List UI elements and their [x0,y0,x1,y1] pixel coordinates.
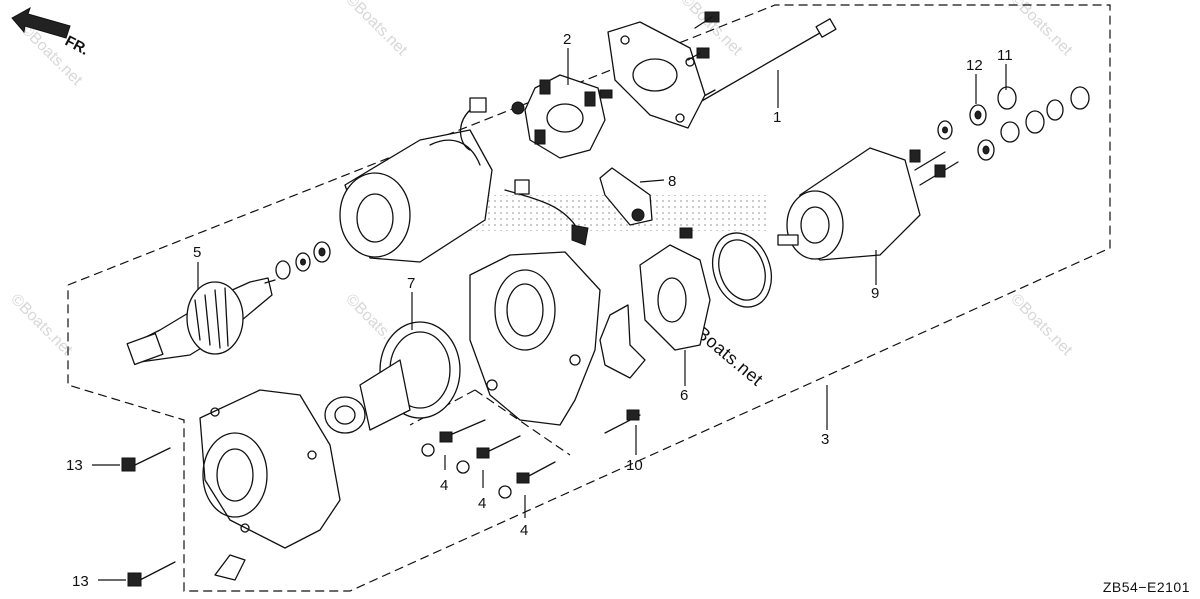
pinion-clutch-part-7 [324,321,461,434]
front-housing [199,389,341,549]
callout-2: 2 [563,31,571,48]
callout-4c: 4 [520,522,528,539]
callout-13a: 13 [66,457,83,474]
bolts-part-13 [121,447,176,587]
bolt-part-10 [604,409,641,434]
callout-4b: 4 [478,495,486,512]
watermark-text: ©Boats.net [1007,291,1076,360]
solenoid-part-9 [777,147,959,261]
bolts-part-4 [421,419,556,499]
callout-4a: 4 [440,477,448,494]
callout-5: 5 [193,244,201,261]
gasket-cover-part-6 [639,227,711,351]
callout-1: 1 [773,109,781,126]
diagram-code: ZB54−E2101 [1103,579,1190,595]
armature-washers [275,241,331,280]
watermark-logo [420,195,770,231]
through-bolt-part-1 [699,18,837,103]
armature-part-5 [126,277,276,366]
callout-6: 6 [680,387,688,404]
callout-8: 8 [668,173,676,190]
rear-cover-plate [607,11,720,129]
brush-holder-part-2 [511,74,613,159]
callout-11: 11 [997,47,1013,64]
small-hose [214,554,246,581]
forward-arrow-icon [11,6,71,39]
callout-3: 3 [821,431,829,448]
leader-lines [92,48,1007,581]
callout-7: 7 [407,275,415,292]
shift-lever [599,304,646,379]
drive-end-housing [469,251,601,426]
callout-13b: 13 [72,573,89,590]
watermark-logo-text: Boats.net [692,323,767,390]
callout-labels: 1 2 3 4 4 4 5 6 7 8 9 10 11 12 13 13 [66,31,1013,590]
o-ring-gasket [712,232,772,308]
yoke-housing [339,97,589,263]
callout-10: 10 [626,457,643,474]
plunger-part-8 [599,167,653,226]
watermark-text: ©Boats.net [1007,0,1076,59]
watermark-text: ©Boats.net [7,291,76,360]
watermark-text: ©Boats.net [342,0,411,59]
callout-9: 9 [871,285,879,302]
callout-12: 12 [966,57,983,74]
nuts-and-washers [937,86,1090,161]
